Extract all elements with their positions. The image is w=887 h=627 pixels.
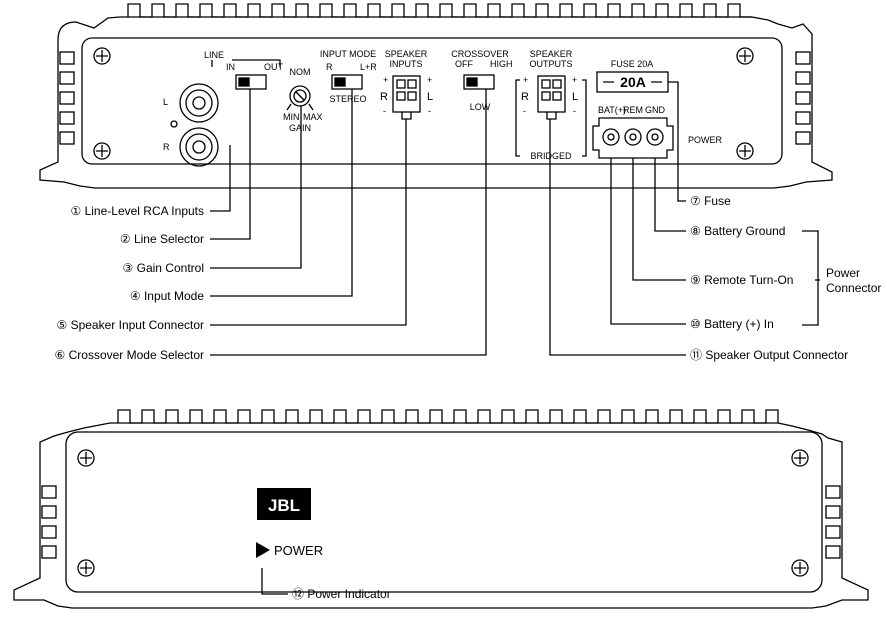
- spk-in-l-label: L: [427, 91, 433, 103]
- speaker-input-connector[interactable]: [392, 75, 421, 120]
- power-indicator-icon: [256, 542, 270, 558]
- input-mode-switch[interactable]: [331, 74, 363, 90]
- speaker-outputs-title-1: SPEAKER: [530, 49, 573, 59]
- gain-min-label: MIN: [283, 112, 300, 122]
- screw-icon: [736, 47, 754, 65]
- gain-knob[interactable]: [286, 85, 314, 111]
- top-left-fins: [59, 51, 75, 145]
- line-in-label: IN: [226, 62, 235, 72]
- bottom-heatsink-fins: [117, 409, 779, 424]
- crossover-switch[interactable]: [463, 74, 495, 90]
- screw-icon: [791, 449, 809, 467]
- bottom-left-fins: [41, 485, 57, 559]
- callout-battery-in: ⑩ Battery (+) In: [690, 317, 774, 331]
- bottom-face-plate: [65, 431, 823, 593]
- speaker-output-connector[interactable]: [537, 75, 566, 120]
- callout-leaders: [210, 81, 820, 595]
- line-label: LINE: [204, 50, 224, 60]
- spk-out-plus-left: +: [523, 75, 528, 85]
- top-face-plate: [81, 37, 783, 165]
- input-mode-r-label: R: [326, 62, 333, 72]
- rca-inputs[interactable]: [170, 83, 219, 167]
- top-heatsink-fins: [127, 3, 752, 18]
- rca-right-label: R: [163, 142, 170, 152]
- gain-max-label: MAX: [303, 112, 323, 122]
- callout-remote-turn-on: ⑨ Remote Turn-On: [690, 273, 793, 287]
- spk-out-l-label: L: [572, 91, 578, 103]
- spk-in-minus-left: -: [383, 106, 386, 116]
- input-mode-stereo-label: STEREO: [329, 94, 366, 104]
- fuse-title: FUSE 20A: [611, 59, 654, 69]
- spk-in-minus-right: -: [428, 106, 431, 116]
- crossover-high-label: HIGH: [490, 59, 513, 69]
- callout-line-selector: ② Line Selector: [120, 232, 204, 246]
- spk-in-plus-right: +: [427, 75, 432, 85]
- callout-power-indicator: ⑫ Power Indicator: [292, 587, 391, 601]
- spk-in-plus-left: +: [383, 75, 388, 85]
- line-selector-switch[interactable]: [235, 74, 267, 90]
- rem-label: REM: [623, 105, 643, 115]
- screw-icon: [791, 559, 809, 577]
- bridged-bracket: [515, 79, 587, 157]
- spk-out-plus-right: +: [572, 75, 577, 85]
- spk-out-minus-left: -: [523, 106, 526, 116]
- callout-gain-control: ③ Gain Control: [123, 261, 204, 275]
- power-terminal[interactable]: [592, 117, 674, 159]
- rca-left-label: L: [163, 97, 168, 107]
- bottom-screw-icons: [77, 449, 809, 577]
- spk-out-minus-right: -: [573, 106, 576, 116]
- bottom-panel-outline: [13, 422, 869, 609]
- input-mode-title: INPUT MODE: [320, 49, 376, 59]
- input-mode-lr-label: L+R: [360, 62, 377, 72]
- top-panel-outline: [39, 16, 833, 189]
- screw-icon: [93, 142, 111, 160]
- gain-nom-label: NOM: [290, 67, 311, 77]
- callout-power-connector-2: Connector: [826, 281, 881, 295]
- power-terminal-label: POWER: [688, 135, 723, 145]
- callout-power-connector-1: Power: [826, 266, 860, 280]
- jbl-logo-text: JBL: [268, 496, 300, 515]
- screw-icon: [93, 47, 111, 65]
- bottom-right-fins: [825, 485, 841, 559]
- callout-speaker-output-connector: ⑪ Speaker Output Connector: [690, 348, 848, 362]
- top-screw-icons: [93, 47, 754, 160]
- line-bracket: [211, 59, 281, 67]
- callout-crossover-mode-selector: ⑥ Crossover Mode Selector: [55, 348, 204, 362]
- spk-out-r-label: R: [521, 91, 529, 103]
- indicator-led-icon: [170, 120, 178, 128]
- power-indicator-label: POWER: [274, 543, 323, 558]
- jbl-logo: [257, 488, 311, 520]
- screw-icon: [736, 142, 754, 160]
- bottom-amplifier-panel: JBL POWER: [13, 409, 869, 609]
- callout-battery-ground: ⑧ Battery Ground: [690, 224, 785, 238]
- callout-speaker-input-connector: ⑤ Speaker Input Connector: [56, 318, 204, 332]
- gnd-label: GND: [645, 105, 666, 115]
- callout-fuse: ⑦ Fuse: [690, 194, 731, 208]
- top-amplifier-panel: L R LINE IN OUT NOM MIN MAX GAIN INPUT M…: [39, 3, 833, 189]
- crossover-off-label: OFF: [455, 59, 473, 69]
- speaker-inputs-title-1: SPEAKER: [385, 49, 428, 59]
- rca-jack-left: [179, 83, 219, 123]
- line-out-label: OUT: [264, 62, 284, 72]
- spk-in-r-label: R: [380, 91, 388, 103]
- bat-label: BAT(+): [598, 105, 626, 115]
- top-right-fins: [795, 51, 811, 145]
- bridged-label: BRIDGED: [530, 151, 572, 161]
- fuse-value: 20A: [620, 74, 646, 90]
- crossover-title: CROSSOVER: [451, 49, 509, 59]
- crossover-low-label: LOW: [470, 102, 491, 112]
- screw-icon: [77, 449, 95, 467]
- speaker-outputs-title-2: OUTPUTS: [529, 59, 572, 69]
- callout-input-mode: ④ Input Mode: [130, 289, 204, 303]
- rca-jack-right: [179, 127, 219, 167]
- screw-icon: [77, 559, 95, 577]
- gain-label: GAIN: [289, 123, 311, 133]
- speaker-inputs-title-2: INPUTS: [389, 59, 422, 69]
- callout-line-level-rca-inputs: ① Line-Level RCA Inputs: [71, 204, 205, 218]
